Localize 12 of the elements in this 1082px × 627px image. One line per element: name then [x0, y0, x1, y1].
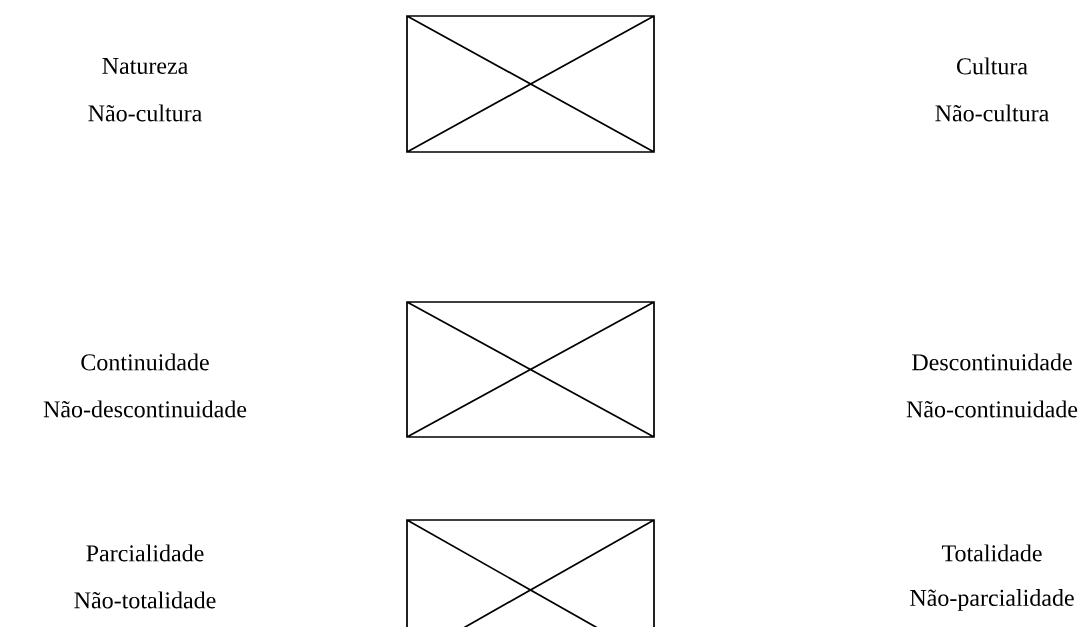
term-label: Totalidade	[941, 544, 1042, 562]
term-label: Natureza	[102, 58, 188, 74]
term-label: Continuidade	[81, 353, 209, 371]
term-label: Descontinuidade	[912, 353, 1072, 371]
term-label: Não-continuidade	[906, 400, 1078, 418]
term-label: Não-cultura	[88, 104, 202, 122]
term-label: Parcialidade	[86, 544, 204, 562]
term-label: Não-parcialidade	[910, 589, 1074, 611]
term-label: Não-totalidade	[74, 591, 216, 609]
term-label: Não-descontinuidade	[43, 400, 247, 418]
term-label: Cultura	[957, 57, 1028, 75]
term-label: Não-cultura	[935, 104, 1049, 122]
